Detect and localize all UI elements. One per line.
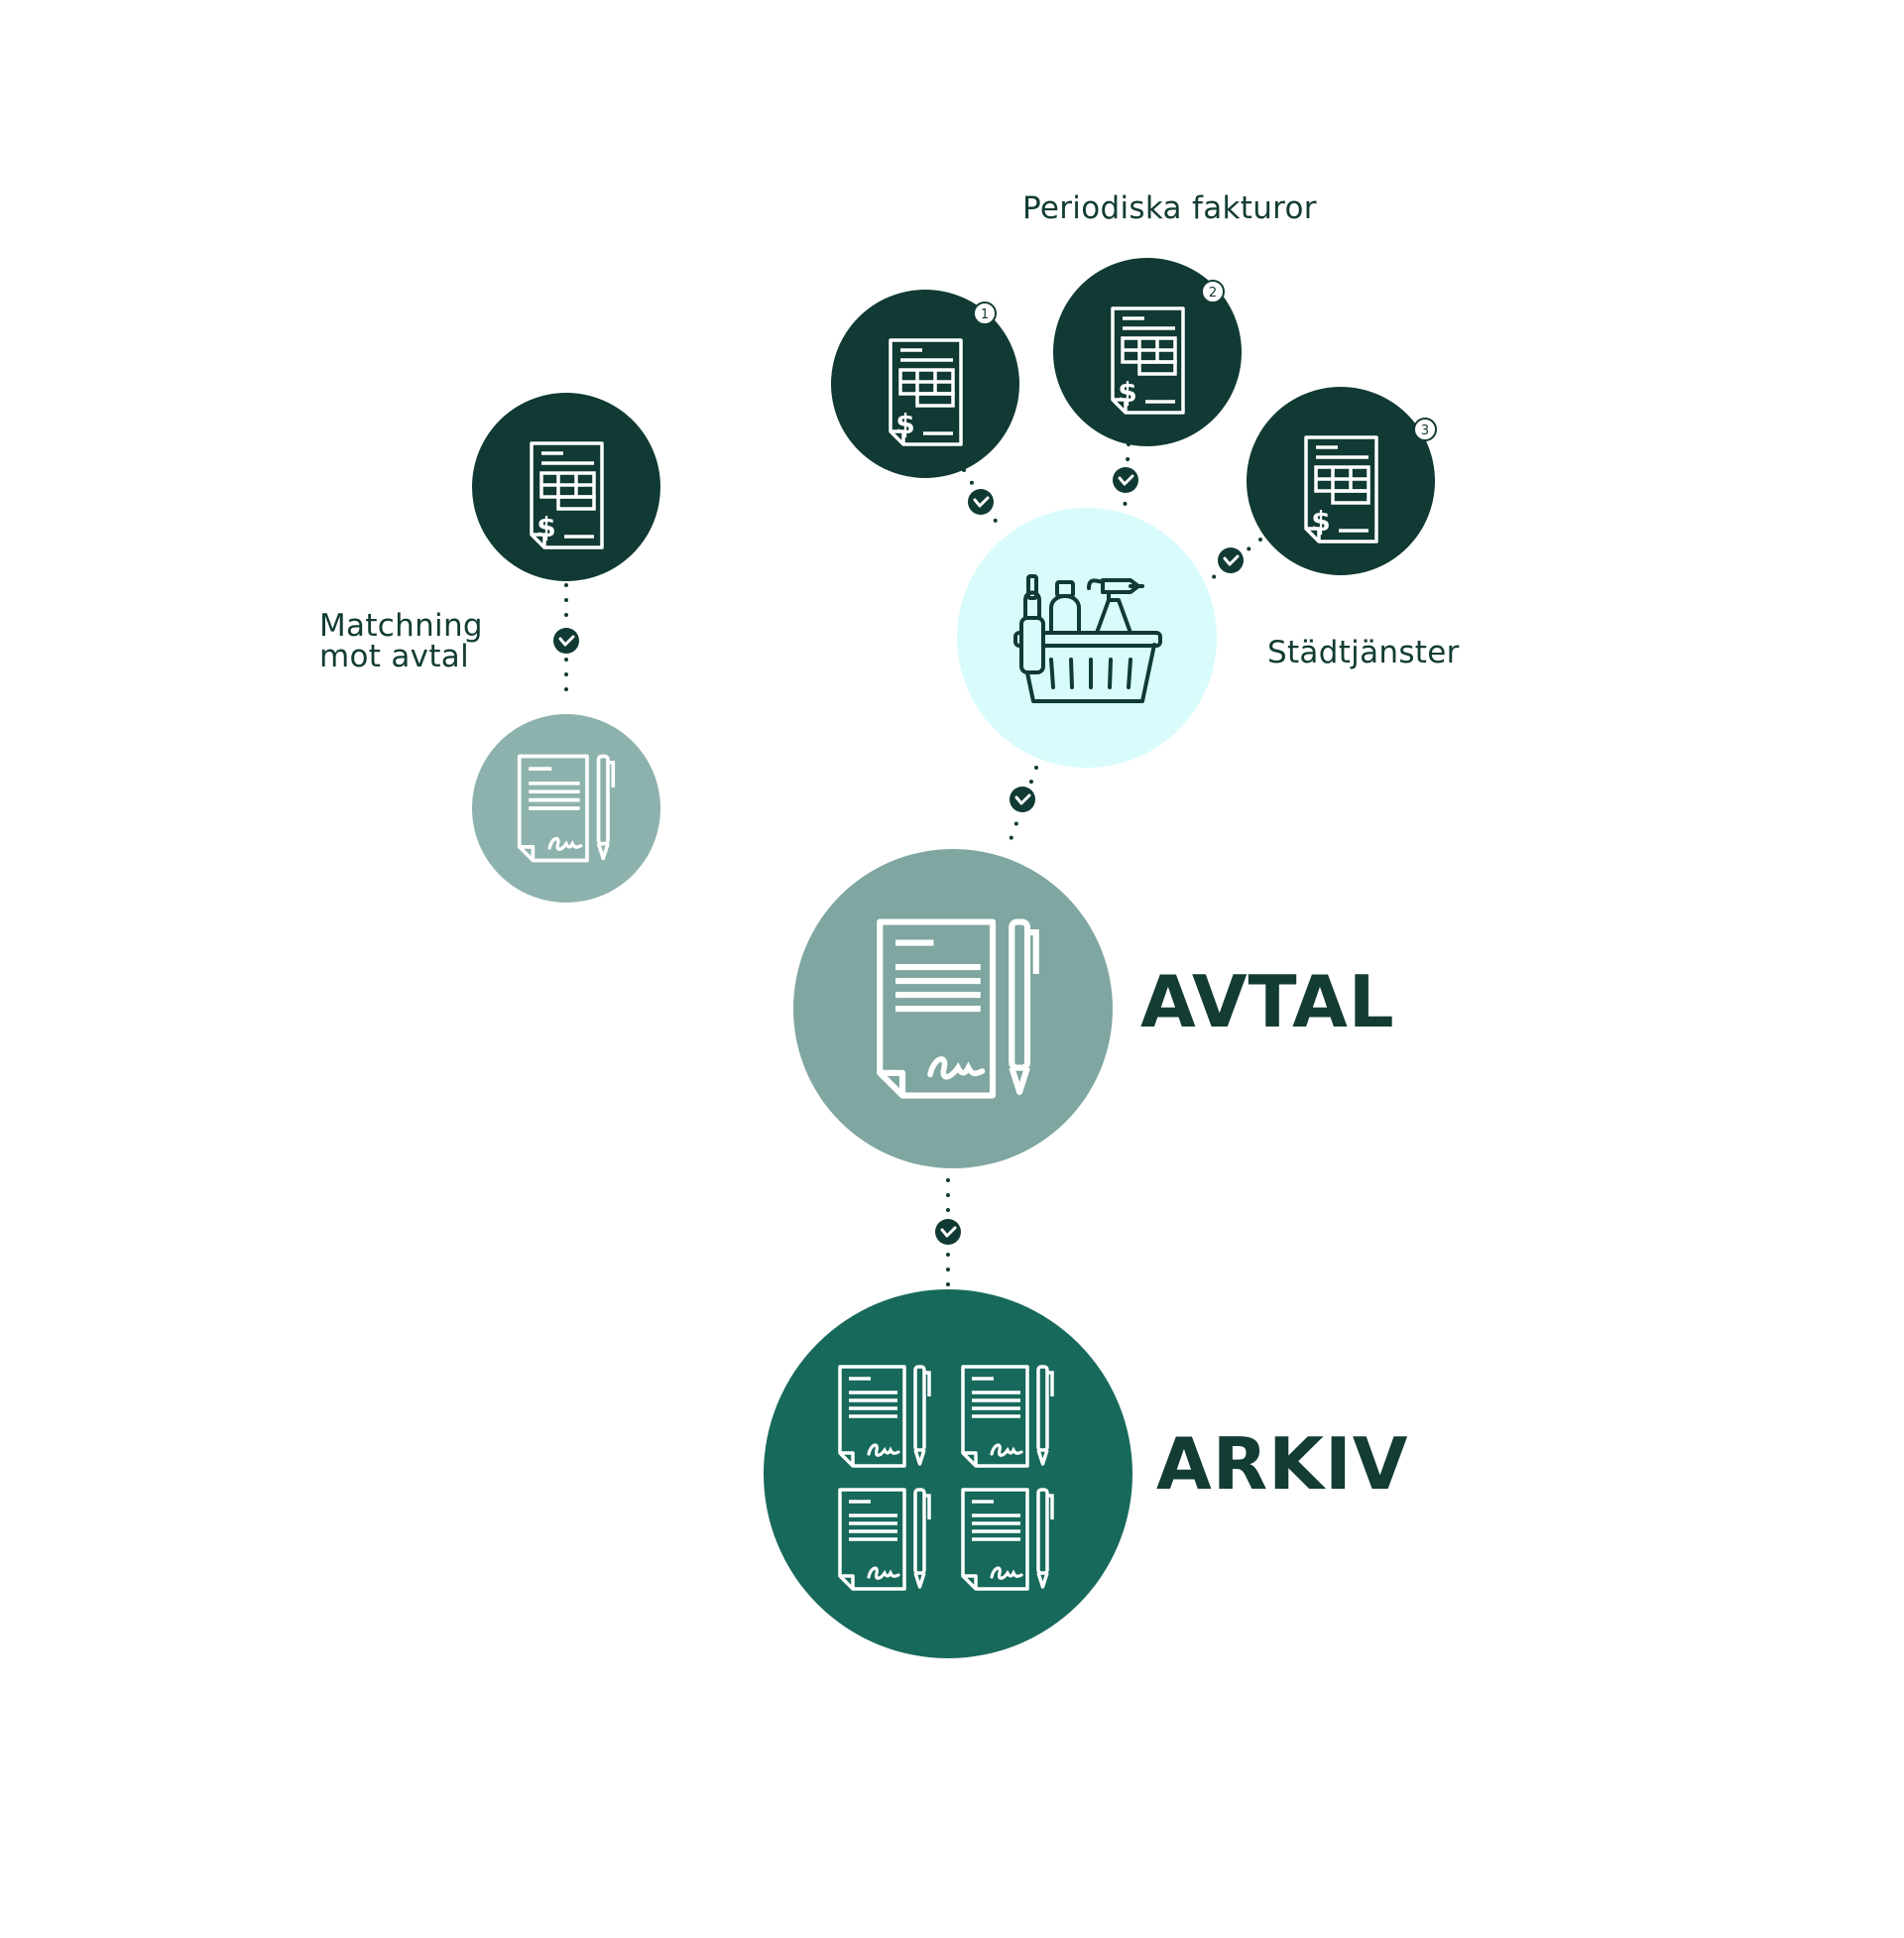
cleaning-node	[957, 508, 1217, 768]
matching-label: Matchning mot avtal	[319, 608, 483, 674]
cleaning-basket-icon	[1013, 574, 1162, 703]
check-icon	[966, 487, 996, 517]
invoice-node-3	[1247, 387, 1435, 575]
badge-2-label: 2	[1209, 286, 1217, 301]
invoice-node-1	[831, 290, 1019, 478]
periodic-invoices-label: Periodiska fakturor	[1022, 190, 1317, 226]
check-icon	[933, 1217, 963, 1247]
badge-3: 3	[1413, 418, 1437, 441]
invoice-node-left	[472, 393, 660, 581]
badge-1-label: 1	[981, 307, 989, 322]
connector-invoice1-to-cleaning	[962, 468, 1004, 533]
contract-title: AVTAL	[1140, 960, 1395, 1043]
cleaning-label: Städtjänster	[1267, 635, 1460, 670]
badge-1: 1	[973, 302, 997, 325]
badge-3-label: 3	[1421, 424, 1429, 438]
archive-node	[764, 1289, 1132, 1658]
badge-2: 2	[1201, 280, 1225, 303]
check-icon	[1111, 465, 1140, 495]
check-icon	[1216, 545, 1246, 575]
check-icon	[1008, 785, 1037, 814]
check-icon	[551, 626, 581, 656]
invoice-node-2	[1053, 258, 1242, 446]
archive-title: ARKIV	[1156, 1422, 1409, 1506]
